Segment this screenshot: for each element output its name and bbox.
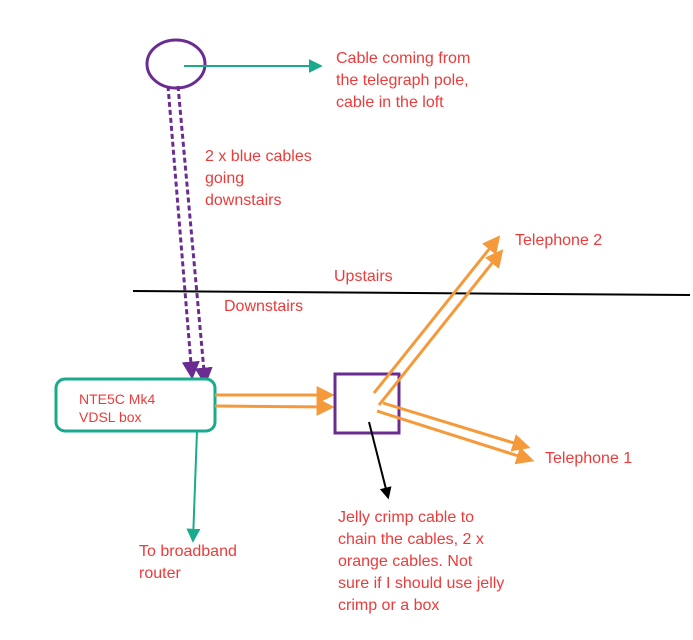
upstairs-label: Upstairs	[334, 268, 393, 285]
orange-cable-tel2-1	[372, 235, 501, 394]
jelly-crimp-pointer	[368, 421, 392, 500]
blue-cable-2	[176, 85, 213, 386]
orange-cable-box-2	[214, 397, 335, 416]
jelly-crimp-note: Jelly crimp cable to chain the cables, 2…	[338, 509, 505, 614]
orange-cable-tel1-1	[382, 401, 531, 452]
loft-cable-circle	[145, 38, 207, 90]
blue-cables-label: 2 x blue cables going downstairs	[205, 148, 312, 209]
floor-divider	[132, 290, 691, 296]
broadband-router-label: To broadband router	[139, 543, 237, 582]
vdsl-box-outline	[54, 377, 217, 433]
vdsl-box-label: NTE5C Mk4 VDSL box	[79, 391, 156, 425]
telephone-2-label: Telephone 2	[515, 232, 603, 249]
blue-cable-1	[166, 85, 200, 380]
downstairs-label: Downstairs	[224, 298, 304, 315]
telephone-1-label: Telephone 1	[545, 450, 633, 467]
cable-source-label: Cable coming from the telegraph pole, ca…	[336, 50, 471, 111]
orange-cable-tel1-2	[376, 409, 535, 465]
broadband-arrow	[186, 430, 201, 543]
orange-cable-tel2-2	[377, 249, 504, 406]
